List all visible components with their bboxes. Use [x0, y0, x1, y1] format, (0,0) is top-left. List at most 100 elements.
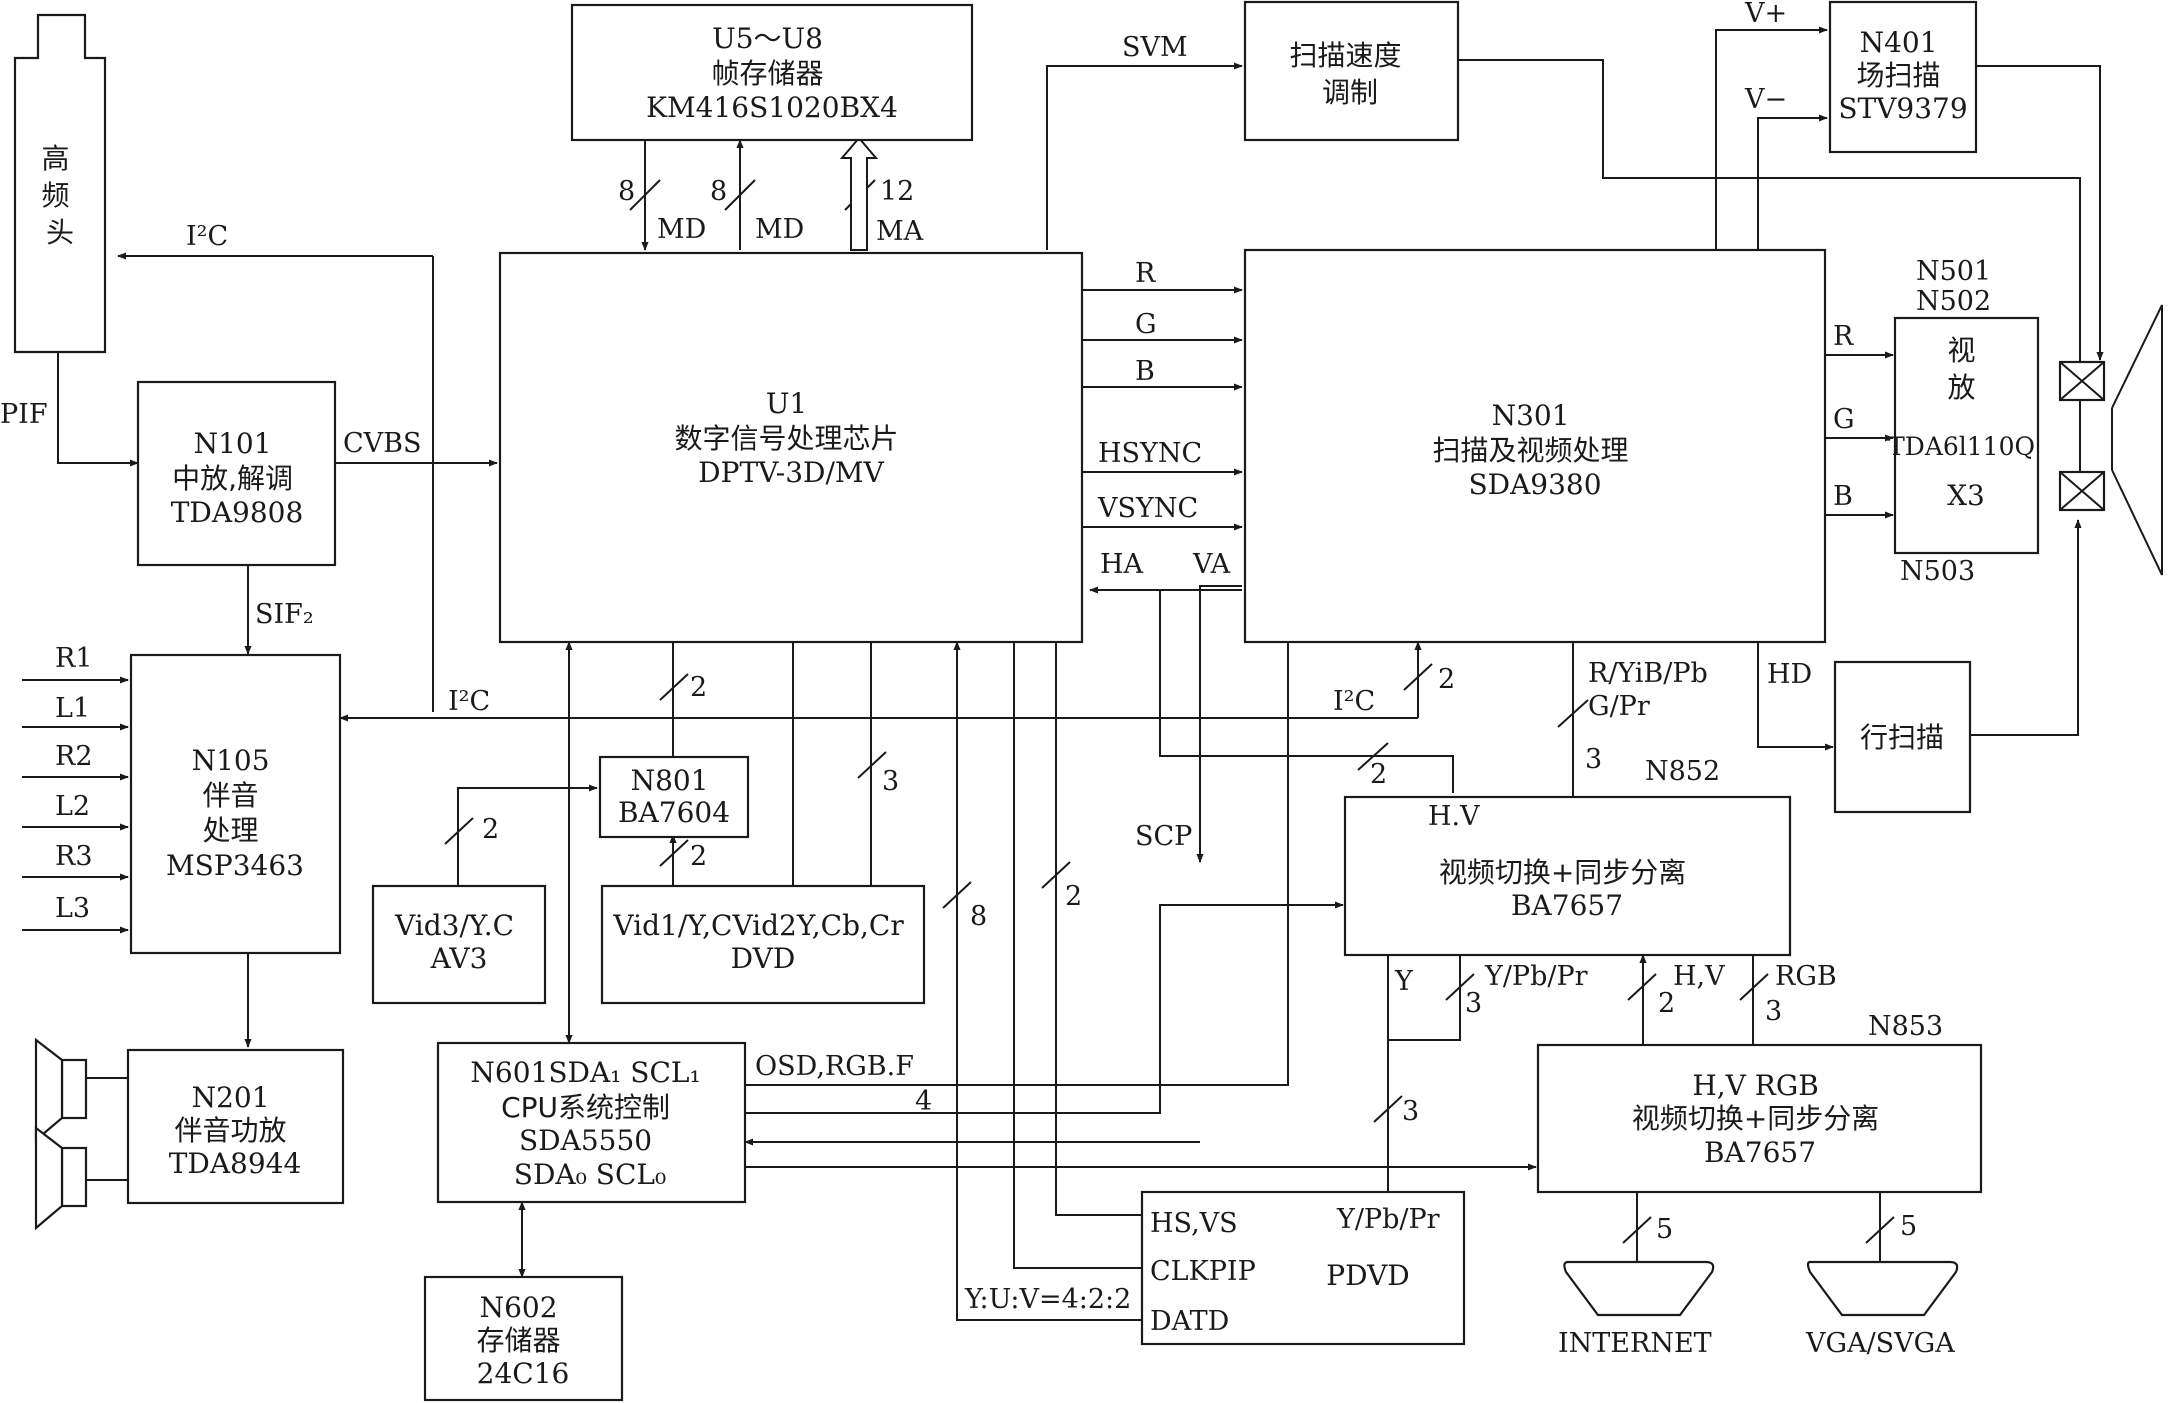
svg-text:3: 3 [1402, 1096, 1419, 1127]
svg-text:3: 3 [1585, 744, 1602, 775]
svg-text:R2: R2 [55, 741, 93, 772]
svg-text:G: G [1833, 404, 1855, 435]
svg-text:N852: N852 [1645, 756, 1720, 787]
n602-label: N602 存储器 24C16 [477, 1291, 570, 1390]
svg-text:SVM: SVM [1122, 32, 1188, 63]
svg-text:4: 4 [915, 1086, 932, 1117]
svg-text:HA: HA [1100, 549, 1144, 580]
tuner-label: 高 频 头 [42, 142, 79, 249]
svg-text:G: G [1135, 309, 1157, 340]
svg-text:8: 8 [618, 176, 635, 207]
signal-labels: SVM V+ V− 8 MD 8 MD 12 MA I²C PIF CVBS S… [0, 0, 1991, 1359]
pdvd-label: PDVD [1326, 1259, 1409, 1292]
ma-bus-arrow [839, 136, 879, 251]
svg-text:2: 2 [1065, 881, 1082, 912]
video-amp-label: 视 放 TDA6l110Q X3 [1888, 334, 2044, 512]
svg-text:INTERNET: INTERNET [1558, 1328, 1712, 1359]
svg-text:2: 2 [1658, 988, 1675, 1019]
svg-text:8: 8 [710, 176, 727, 207]
svg-text:VGA/SVGA: VGA/SVGA [1805, 1328, 1955, 1359]
svg-text:L2: L2 [55, 791, 90, 822]
svg-text:CLKPIP: CLKPIP [1150, 1256, 1256, 1287]
svg-text:N853: N853 [1868, 1011, 1943, 1042]
svg-text:SCP: SCP [1135, 821, 1192, 852]
svg-text:H,V: H,V [1673, 961, 1725, 992]
svg-text:2: 2 [690, 672, 707, 703]
u1-block [498, 251, 1084, 644]
svg-text:SIF₂: SIF₂ [255, 599, 314, 630]
n601-block [436, 1041, 747, 1204]
svg-text:V−: V− [1744, 84, 1787, 115]
svg-text:VA: VA [1192, 549, 1231, 580]
svg-text:3: 3 [1765, 996, 1782, 1027]
n852-block [1343, 795, 1792, 957]
svg-text:I²C: I²C [1333, 686, 1375, 717]
n301-block [1243, 248, 1827, 644]
svg-text:R3: R3 [55, 841, 93, 872]
svg-text:R/YiB/Pb: R/YiB/Pb [1588, 658, 1708, 689]
scan-velocity-label: 扫描速度 调制 [1290, 39, 1411, 109]
n201-label: N201 伴音功放 TDA8944 [169, 1081, 302, 1180]
speaker-icon-1 [34, 1037, 128, 1143]
svg-text:N503: N503 [1900, 556, 1975, 587]
n601-label: N601SDA₁ SCL₁ CPU系统控制 SDA5550 SDA₀ SCL₀ [470, 1056, 709, 1191]
dvd-block [600, 884, 926, 1005]
svg-text:5: 5 [1656, 1214, 1673, 1245]
n602-block [423, 1275, 624, 1402]
h-scan-block [1833, 660, 1972, 814]
svg-text:Y/Pb/Pr: Y/Pb/Pr [1336, 1204, 1440, 1235]
svg-text:8: 8 [970, 901, 987, 932]
crt-symbol [2058, 304, 2163, 576]
n105-block [129, 653, 342, 955]
svg-text:I²C: I²C [448, 686, 490, 717]
svg-text:3: 3 [1465, 988, 1482, 1019]
svg-text:2: 2 [690, 841, 707, 872]
svg-text:12: 12 [880, 176, 914, 207]
n201-block [126, 1048, 345, 1205]
svg-text:HSYNC: HSYNC [1098, 438, 1202, 469]
svg-text:DATD: DATD [1150, 1306, 1229, 1337]
svg-text:R: R [1135, 258, 1156, 289]
dvd-label: Vid1/Y,CVid2Y,Cb,Cr DVD [612, 909, 912, 975]
svg-text:N502: N502 [1916, 286, 1991, 317]
u1-label: U1 数字信号处理芯片 DPTV-3D/MV [675, 387, 908, 489]
n401-label: N401 场扫描 STV9379 [1838, 26, 1967, 125]
svg-text:R1: R1 [55, 643, 93, 674]
svg-text:PIF: PIF [0, 399, 48, 430]
svg-text:V+: V+ [1744, 0, 1787, 29]
internet-connector [1563, 1260, 1715, 1317]
n801-block [598, 755, 750, 839]
n101-block [136, 380, 337, 567]
svg-text:2: 2 [1370, 759, 1387, 790]
svg-text:L1: L1 [55, 693, 90, 724]
svg-text:I²C: I²C [186, 221, 228, 252]
svg-text:MD: MD [755, 214, 804, 245]
frame-memory-block [570, 3, 974, 142]
tuner-block [13, 13, 107, 354]
n852-label: 视频切换+同步分离 BA7657 [1439, 856, 1695, 922]
svg-text:Y/Pb/Pr: Y/Pb/Pr [1484, 961, 1588, 992]
video-amp-block [1893, 316, 2040, 555]
frame-memory-label: U5～U8 帧存储器 KM416S1020BX4 [646, 22, 898, 124]
svg-text:H.V: H.V [1428, 801, 1480, 832]
svg-text:2: 2 [1438, 664, 1455, 695]
n401-block [1828, 0, 1978, 154]
svg-text:5: 5 [1900, 1211, 1917, 1242]
svg-text:Y:U:V=4:2:2: Y:U:V=4:2:2 [964, 1284, 1131, 1315]
svg-text:Y: Y [1394, 966, 1414, 997]
n801-label: N801 BA7604 [618, 764, 730, 829]
scan-velocity-block [1243, 0, 1460, 142]
svg-text:R: R [1833, 321, 1854, 352]
svg-text:HS,VS: HS,VS [1150, 1208, 1238, 1239]
svg-text:N501: N501 [1916, 256, 1991, 287]
svg-text:B: B [1833, 481, 1853, 512]
svg-text:3: 3 [882, 766, 899, 797]
svg-text:MD: MD [657, 214, 706, 245]
n105-label: N105 伴音 处理 MSP3463 [166, 744, 304, 882]
svg-text:HD: HD [1767, 659, 1812, 690]
speaker-icon-2 [34, 1125, 128, 1231]
svg-text:B: B [1135, 356, 1155, 387]
n101-label: N101 中放,解调 TDA9808 [171, 427, 304, 529]
svg-text:OSD,RGB.F: OSD,RGB.F [755, 1051, 914, 1082]
av3-label: Vid3/Y.C AV3 [394, 909, 523, 975]
